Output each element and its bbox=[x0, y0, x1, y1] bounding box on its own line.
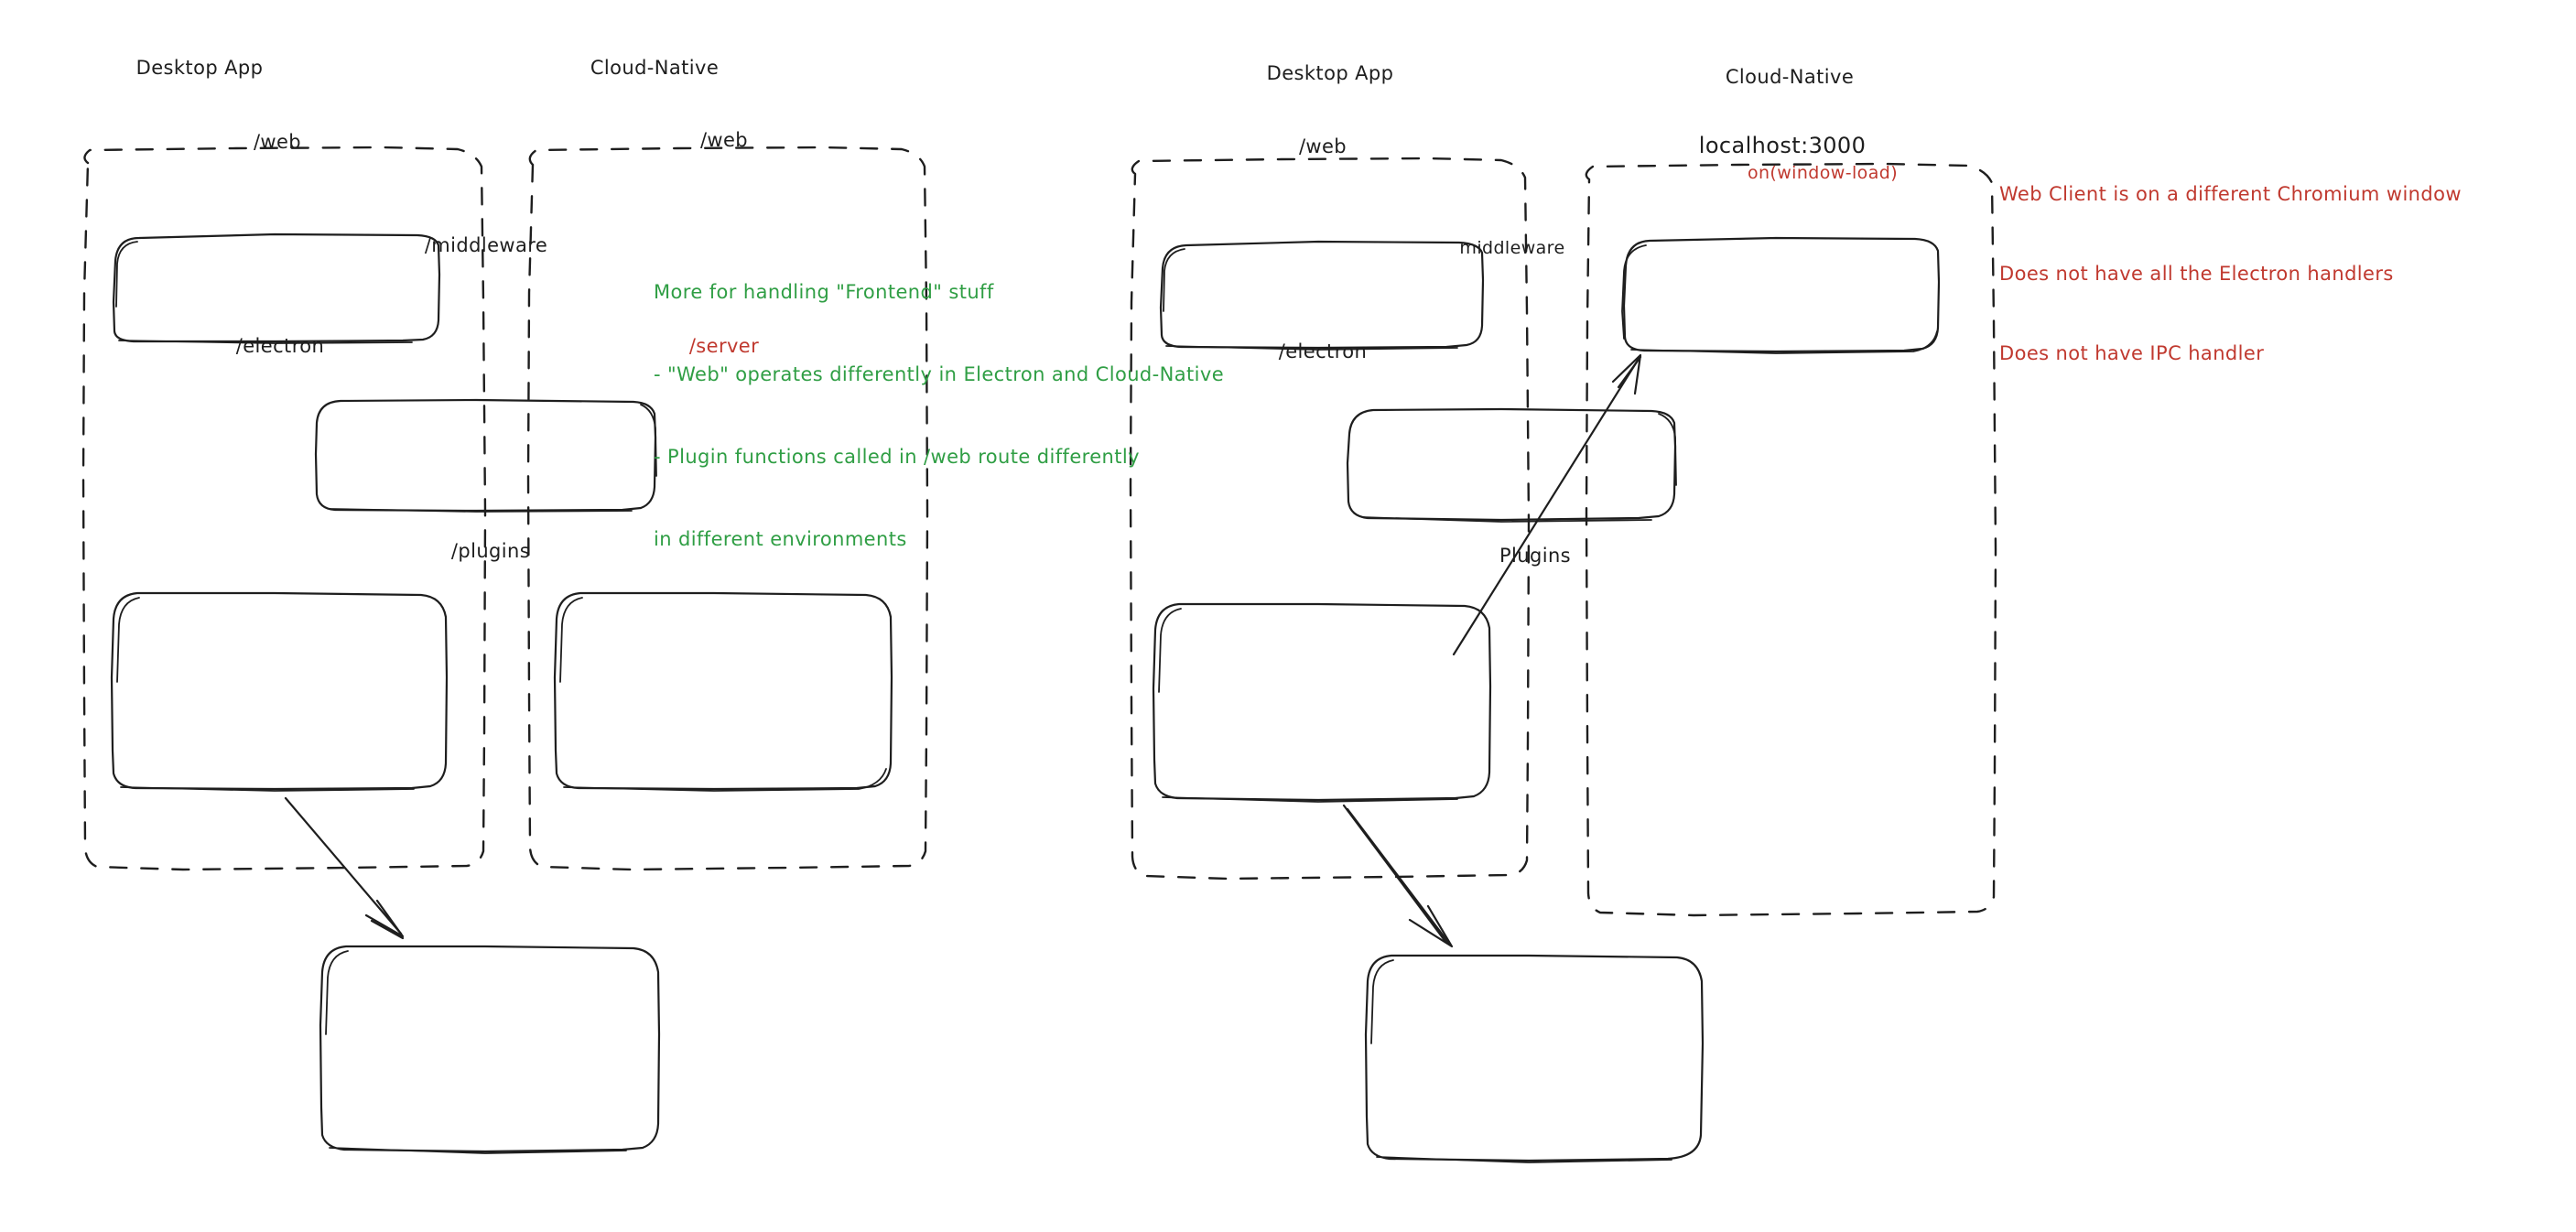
group-title-left-cloud-native: Cloud-Native bbox=[590, 57, 720, 79]
box-sublabel-right-localhost-on-window-load: on(window-load) bbox=[1747, 163, 1899, 183]
red-note-line-2: Does not have all the Electron handlers bbox=[1999, 263, 2394, 285]
arrow-right-electron-to-plugins bbox=[1342, 804, 1454, 948]
annotation-red-note: Web Client is on a different Chromium wi… bbox=[1999, 128, 2567, 420]
group-outline-left-desktop-app bbox=[81, 146, 487, 871]
box-outline-right-middleware bbox=[1346, 407, 1677, 523]
green-note-line-3: - Plugin functions called in /web route … bbox=[654, 446, 1140, 468]
box-outline-right-plugins bbox=[1364, 954, 1705, 1163]
box-label-right-middleware: middleware bbox=[1459, 238, 1565, 258]
box-outline-left-desktop-web bbox=[112, 232, 441, 344]
group-outline-left-cloud-native bbox=[526, 146, 929, 871]
group-title-right-desktop-app: Desktop App bbox=[1266, 62, 1394, 84]
red-note-line-1: Web Client is on a different Chromium wi… bbox=[1999, 183, 2462, 205]
box-label-right-desktop-web: /web bbox=[1298, 135, 1348, 157]
group-title-right-cloud-native: Cloud-Native bbox=[1725, 66, 1855, 88]
box-label-right-desktop-electron: /electron bbox=[1278, 340, 1368, 362]
group-outline-right-cloud-native bbox=[1585, 162, 1997, 917]
green-note-line-2: - "Web" operates differently in Electron… bbox=[654, 363, 1225, 385]
box-label-left-desktop-web: /web bbox=[253, 131, 302, 153]
group-title-left-desktop-app: Desktop App bbox=[135, 57, 264, 79]
arrow-left-electron-to-plugins bbox=[284, 796, 405, 940]
box-outline-left-middleware bbox=[314, 398, 657, 513]
group-outline-right-desktop-app bbox=[1129, 157, 1531, 881]
box-outline-left-plugins bbox=[319, 945, 661, 1154]
red-note-line-3: Does not have IPC handler bbox=[1999, 342, 2265, 364]
box-label-left-cloud-web: /web bbox=[699, 129, 749, 151]
box-label-left-cloud-server: /server bbox=[688, 335, 760, 357]
box-outline-right-desktop-electron bbox=[1152, 602, 1492, 803]
arrow-right-electron-to-localhost bbox=[1452, 353, 1642, 656]
box-outline-left-cloud-server bbox=[553, 591, 893, 792]
box-outline-left-desktop-electron bbox=[110, 591, 449, 792]
green-note-line-1: More for handling "Frontend" stuff bbox=[654, 281, 994, 303]
box-label-left-middleware: /middleware bbox=[424, 234, 548, 256]
box-label-left-plugins: /plugins bbox=[450, 540, 531, 562]
box-label-right-localhost: localhost:3000 bbox=[1698, 133, 1867, 158]
box-outline-right-desktop-web bbox=[1159, 240, 1485, 351]
green-note-line-4: in different environments bbox=[654, 528, 907, 550]
box-outline-right-localhost bbox=[1621, 236, 1941, 354]
annotation-green-note: More for handling "Frontend" stuff - "We… bbox=[654, 223, 1368, 608]
box-label-left-desktop-electron: /electron bbox=[235, 335, 325, 357]
box-label-right-plugins: Plugins bbox=[1499, 545, 1572, 567]
